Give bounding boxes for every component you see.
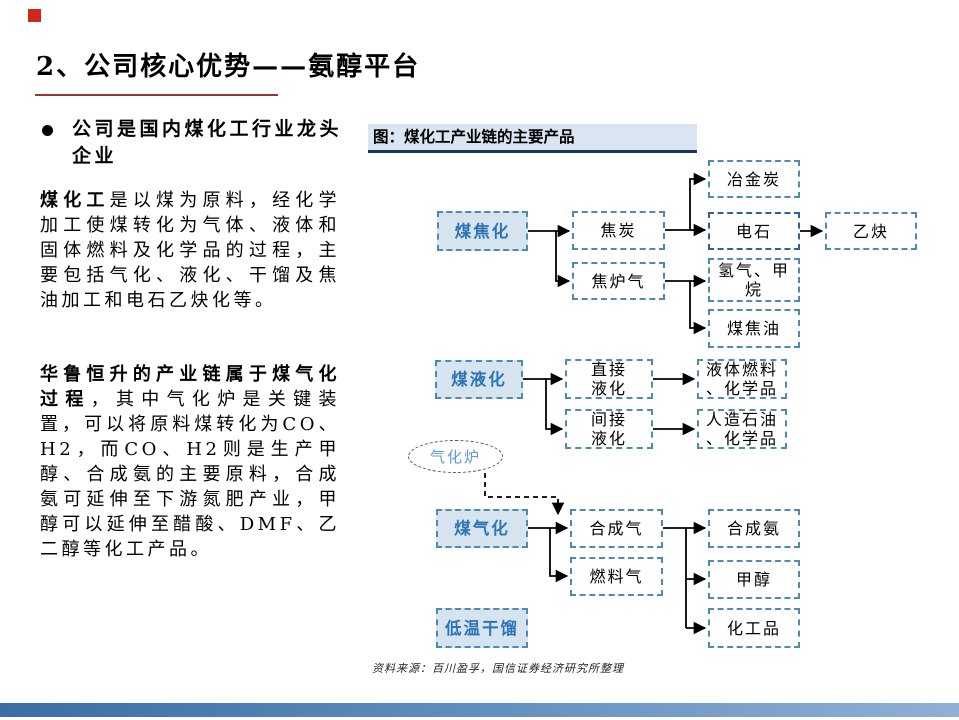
node-synthetic-oil-chemicals: 人造石油 、化学品	[697, 409, 787, 449]
source-note: 资料来源：百川盈孚，国信证券经济研究所整理	[372, 662, 624, 675]
page-title: 2、公司核心优势——氨醇平台	[36, 52, 421, 82]
node-calcium-carbide: 电石	[708, 212, 800, 250]
bullet-icon	[42, 125, 53, 136]
node-direct-liquefaction: 直接 液化	[565, 359, 653, 399]
node-low-temperature-carbonization: 低温干馏	[436, 608, 528, 648]
node-synthetic-ammonia: 合成氨	[708, 509, 800, 548]
node-coal-coking: 煤焦化	[437, 211, 528, 251]
bullet-heading: 公司是国内煤化工行业龙头企业	[72, 118, 343, 167]
node-coke: 焦炭	[572, 211, 665, 250]
node-gasifier-oval: 气化炉	[408, 440, 503, 473]
bottom-accent-bar	[0, 703, 959, 717]
node-coal-tar: 煤焦油	[708, 309, 800, 348]
title-underline	[35, 94, 278, 96]
figure-title: 图：煤化工产业链的主要产品	[368, 124, 697, 153]
node-indirect-liquefaction: 间接 液化	[565, 409, 653, 449]
red-accent-square	[28, 9, 41, 22]
node-chemical-products: 化工品	[708, 608, 800, 648]
node-fuel-gas: 燃料气	[570, 557, 663, 596]
node-coal-gasification: 煤气化	[436, 509, 528, 548]
node-syngas: 合成气	[570, 509, 663, 548]
paragraph-hualu-lead: 华鲁恒升的产业链属于煤气化过程	[40, 364, 340, 410]
node-acetylene: 乙炔	[825, 212, 917, 250]
node-liquid-fuels-chemicals: 液体燃料 、化学品	[697, 359, 787, 399]
node-metallurgical-coke: 冶金炭	[708, 160, 800, 198]
node-coke-oven-gas: 焦炉气	[572, 262, 665, 300]
paragraph-hualu-body: ，其中气化炉是关键装置，可以将原料煤转化为CO、H2，而CO、H2则是生产甲醇、…	[40, 389, 341, 560]
paragraph-coal-chemical-body: 是以煤为原料，经化学加工使煤转化为气体、液体和固体燃料及化学品的过程，主要包括气…	[40, 190, 340, 311]
paragraph-hualu: 华鲁恒升的产业链属于煤气化过程，其中气化炉是关键装置，可以将原料煤转化为CO、H…	[40, 362, 340, 562]
paragraph-coal-chemical-lead: 煤化工	[40, 190, 110, 211]
paragraph-coal-chemical: 煤化工是以煤为原料，经化学加工使煤转化为气体、液体和固体燃料及化学品的过程，主要…	[40, 188, 340, 313]
node-hydrogen-methane: 氢气、甲 烷	[708, 258, 800, 302]
bullet-item: 公司是国内煤化工行业龙头企业	[42, 116, 342, 170]
node-coal-liquefaction: 煤液化	[435, 360, 523, 399]
node-methanol: 甲醇	[708, 560, 800, 599]
